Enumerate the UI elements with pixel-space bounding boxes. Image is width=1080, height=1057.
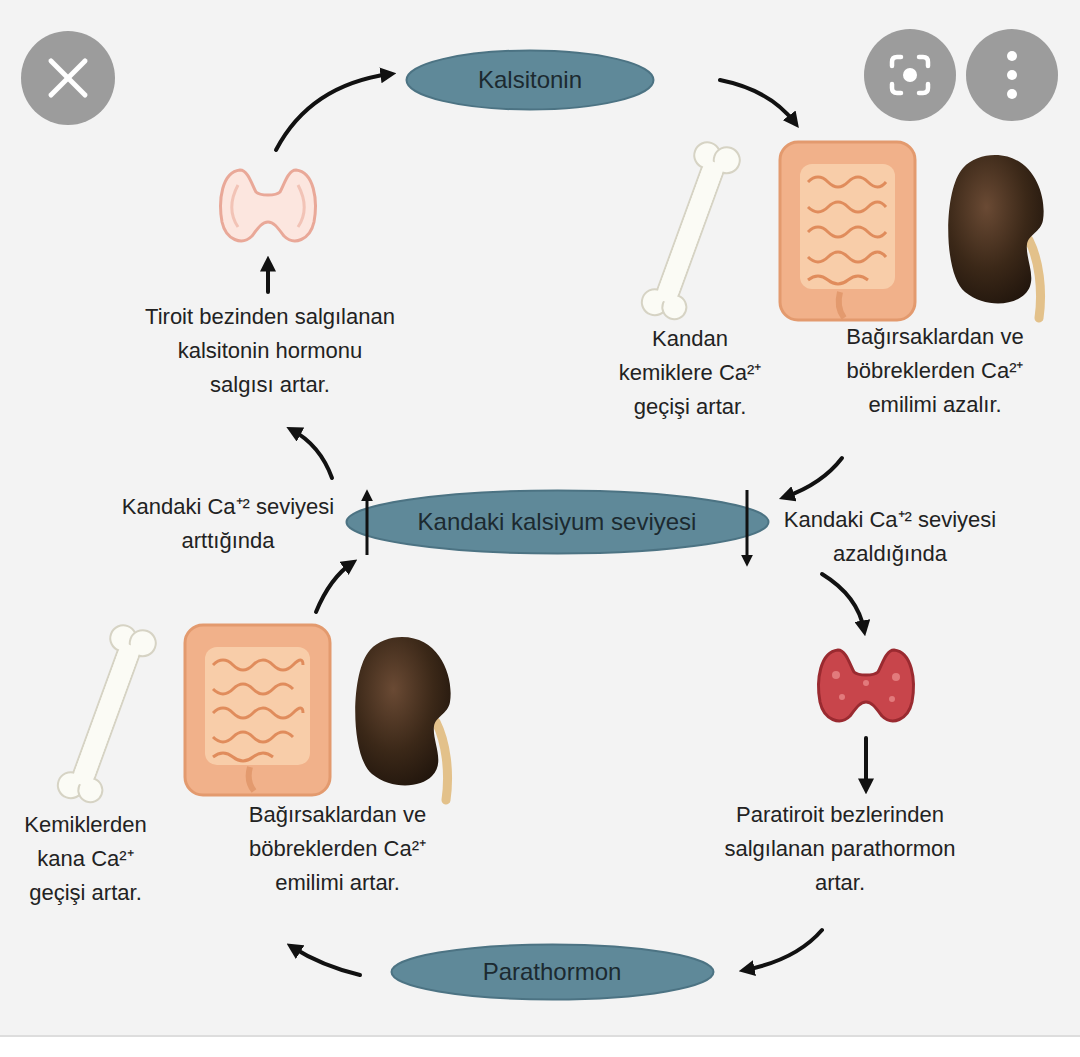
step-text: Kemiklerden kana Ca²⁺ geçişi artar. [8,808,163,910]
step-text: Tiroit bezinden salgılanan kalsitonin ho… [145,300,395,402]
node-title: Kandaki kalsiyum seviyesi [418,508,697,537]
ellipse-node: Parathormon [390,943,715,1001]
step-text: Kandan kemiklere Ca²⁺ geçişi artar. [610,322,770,424]
thyroid-gland [221,170,316,241]
kidney [355,637,450,800]
bone [637,137,743,326]
kidney [948,155,1043,318]
up-arrow [366,494,369,555]
menu-icon [966,29,1058,121]
intestines [780,142,915,320]
step-text: Bağırsaklardan ve böbreklerden Ca²⁺ emil… [215,798,460,900]
lens-icon [864,29,956,121]
parathyroid-gland [819,650,914,721]
intestines [185,625,330,795]
ellipse-node: Kalsitonin [405,49,655,111]
ellipse-node: Kandaki kalsiyum seviyesi [345,489,770,555]
step-text: Kandaki Ca⁺² seviyesi azaldığında [765,503,1015,571]
node-title: Kalsitonin [478,66,582,95]
divider [0,1035,1080,1037]
step-text: Kandaki Ca⁺² seviyesi arttığında [112,490,344,558]
step-text: Paratiroit bezlerinden salgılanan parath… [700,798,980,900]
bone [53,620,159,809]
step-text: Bağırsaklardan ve böbreklerden Ca²⁺ emil… [815,320,1055,422]
down-arrow [746,490,749,562]
close-icon [21,31,115,125]
node-title: Parathormon [483,958,622,987]
